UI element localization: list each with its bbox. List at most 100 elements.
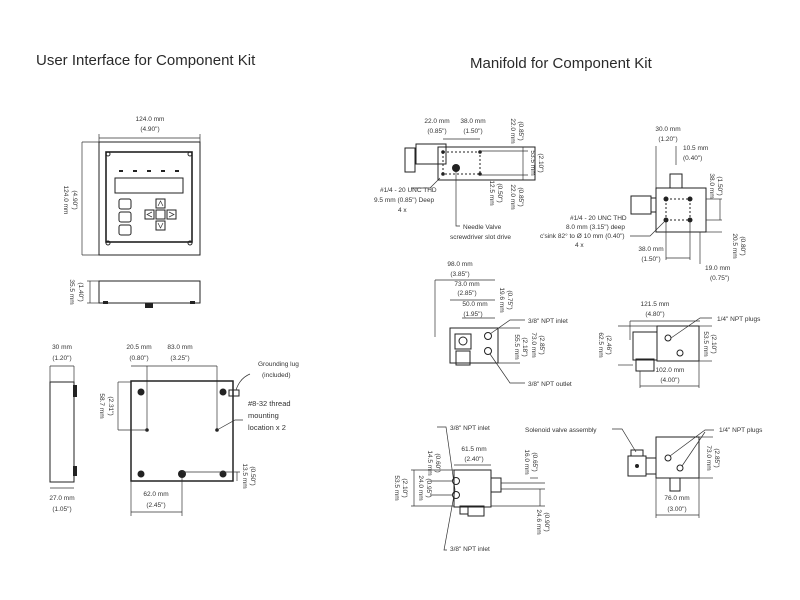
center-key	[155, 209, 166, 220]
mbottom-d5-in: (0.65")	[531, 452, 538, 471]
mtop-d2-mm: 38.0 mm	[460, 118, 485, 125]
profile-body	[49, 381, 75, 483]
back-d4-mm: 62.0 mm	[143, 491, 168, 498]
screw-icon	[187, 151, 193, 157]
profile-top-mm: 30 mm	[52, 344, 72, 351]
hole-icon	[137, 470, 145, 478]
mbottom-d6-mm: 24.6 mm	[535, 509, 542, 534]
manifold-body	[437, 146, 536, 181]
mend-d4-in: (1.50")	[641, 256, 660, 263]
arrow-up-icon	[155, 198, 166, 209]
manifold-front-view: 98.0 mm (3.85") 73.0 mm (2.85") 50.0 mm …	[434, 261, 572, 388]
ui-back-view: 20.5 mm (0.80") 83.0 mm (3.25") 58.7 mm …	[98, 344, 299, 516]
grounding-lug-icon	[228, 389, 240, 397]
ui-height-in: (4.90")	[71, 190, 78, 209]
mside-d3-in: (2.10")	[710, 334, 717, 353]
port-inlet-icon	[452, 491, 460, 499]
mbottom-d6-in: (0.90")	[543, 512, 550, 531]
back-d2-in: (3.25")	[170, 355, 189, 362]
arrow-down-icon	[155, 220, 166, 231]
manifold-side-view: 121.5 mm (4.80") 1/4" NPT plugs 62.5 mm …	[597, 301, 761, 388]
mfront-d4-in: (0.75")	[506, 290, 513, 309]
mside-d2-mm: 62.5 mm	[597, 332, 604, 357]
mbottom-d1-mm: 61.5 mm	[461, 446, 486, 453]
mrear-plugs-label: 1/4" NPT plugs	[719, 427, 763, 434]
plug-icon	[664, 454, 672, 462]
mtop-d4-mm: 53.5 mm	[529, 150, 536, 175]
mtop-d4-in: (2.10")	[537, 153, 544, 172]
mrear-solenoid-label: Solenoid valve assembly	[525, 427, 597, 434]
mbottom-d3-in: (2.10")	[401, 478, 408, 497]
mtop-thread-1: #1/4 - 20 UNC THD	[380, 187, 437, 194]
soft-key	[118, 224, 132, 236]
mend-thread-4: 4 x	[575, 242, 584, 249]
grounding-lug-note: (included)	[262, 372, 291, 379]
mrear-d2-mm: 76.0 mm	[664, 495, 689, 502]
mside-plugs-label: 1/4" NPT plugs	[717, 316, 761, 323]
manifold-front-body	[449, 327, 499, 364]
port-outlet-icon	[484, 347, 492, 355]
mtop-d3-mm: 22.0 mm	[509, 118, 516, 143]
screw-icon	[105, 240, 111, 246]
back-d5-in: (0.50")	[249, 466, 256, 485]
needle-valve-label: Needle Valve	[463, 224, 502, 231]
hole-icon	[178, 470, 186, 478]
ui-profile-view: 30 mm (1.20") 27.0 mm (1.05")	[49, 344, 77, 513]
mtop-d5-mm: 12.5 mm	[488, 180, 495, 205]
mrear-d2-in: (3.00")	[667, 506, 686, 513]
mtop-d1-mm: 22.0 mm	[424, 118, 449, 125]
screw-icon	[187, 240, 193, 246]
ui-depth-mm: 35.5 mm	[68, 279, 75, 304]
mside-d4-in: (4.00")	[660, 377, 679, 384]
mend-d2-mm: 10.5 mm	[683, 145, 708, 152]
mend-d6-in: (0.75")	[710, 275, 729, 282]
mtop-d6-in: (0.85")	[517, 187, 524, 206]
mrear-d1-mm: 73.0 mm	[705, 445, 712, 470]
solenoid-end	[630, 195, 652, 215]
mrear-d1-in: (2.85")	[713, 448, 720, 467]
mtop-thread-3: 4 x	[398, 207, 407, 214]
ui-side-body	[98, 280, 201, 304]
mend-thread-2: 8.0 mm (3.15") deep	[566, 224, 625, 231]
mside-d1-in: (4.80")	[645, 311, 664, 318]
mbottom-d2-mm: 14.5 mm	[426, 450, 433, 475]
ui-bezel	[105, 151, 193, 243]
soft-key	[118, 211, 132, 223]
mbottom-inlet-top: 3/8" NPT inlet	[450, 425, 490, 432]
soft-key	[118, 198, 132, 210]
back-d5-mm: 13.5 mm	[241, 463, 248, 488]
mend-d5-mm: 20.5 mm	[731, 233, 738, 258]
ui-front-view: 124.0 mm (4.90") 124.0 mm (4.90")	[62, 116, 201, 256]
mbottom-inlet-bottom: 3/8" NPT inlet	[450, 546, 490, 553]
manifold-top-view: 22.0 mm (0.85") 38.0 mm (1.50") 22.0 mm …	[374, 118, 544, 241]
port-inlet-icon	[484, 332, 492, 340]
ui-width-in: (4.90")	[140, 126, 159, 133]
mend-d5-in: (0.80")	[739, 236, 746, 255]
back-d2-mm: 83.0 mm	[167, 344, 192, 351]
mbottom-d4-in: (0.95")	[425, 478, 432, 497]
manifold-bottom-body	[453, 469, 492, 508]
back-d1-in: (0.80")	[129, 355, 148, 362]
back-d1-mm: 20.5 mm	[126, 344, 151, 351]
mtop-thread-2: 9.5 mm (0.85") Deep	[374, 197, 434, 204]
mount-label-1: #8-32 thread	[248, 399, 291, 408]
mside-d3-mm: 53.5 mm	[702, 331, 709, 356]
mtop-d3-in: (0.85")	[517, 121, 524, 140]
mfront-d2-in: (2.85")	[457, 290, 476, 297]
ui-height-mm: 124.0 mm	[62, 186, 69, 215]
mbottom-d3-mm: 53.5 mm	[393, 475, 400, 500]
solenoid-front	[454, 333, 472, 350]
mside-d4-mm: 102.0 mm	[656, 367, 685, 374]
arrow-left-icon	[144, 209, 155, 220]
mfront-d1-mm: 98.0 mm	[447, 261, 472, 268]
mfront-d6-mm: 73.0 mm	[530, 332, 537, 357]
mbottom-d4-mm: 24.0 mm	[417, 475, 424, 500]
mside-d2-in: (2.46")	[605, 335, 612, 354]
mfront-d6-in: (2.85")	[538, 335, 545, 354]
back-d3-mm: 58.7 mm	[98, 393, 105, 418]
mfront-inlet-label: 3/8" NPT inlet	[528, 318, 568, 325]
mend-d3-in: (1.50")	[716, 176, 723, 195]
mend-d3-mm: 38.0 mm	[708, 173, 715, 198]
lcd-display	[114, 177, 184, 194]
hole-icon	[219, 388, 227, 396]
